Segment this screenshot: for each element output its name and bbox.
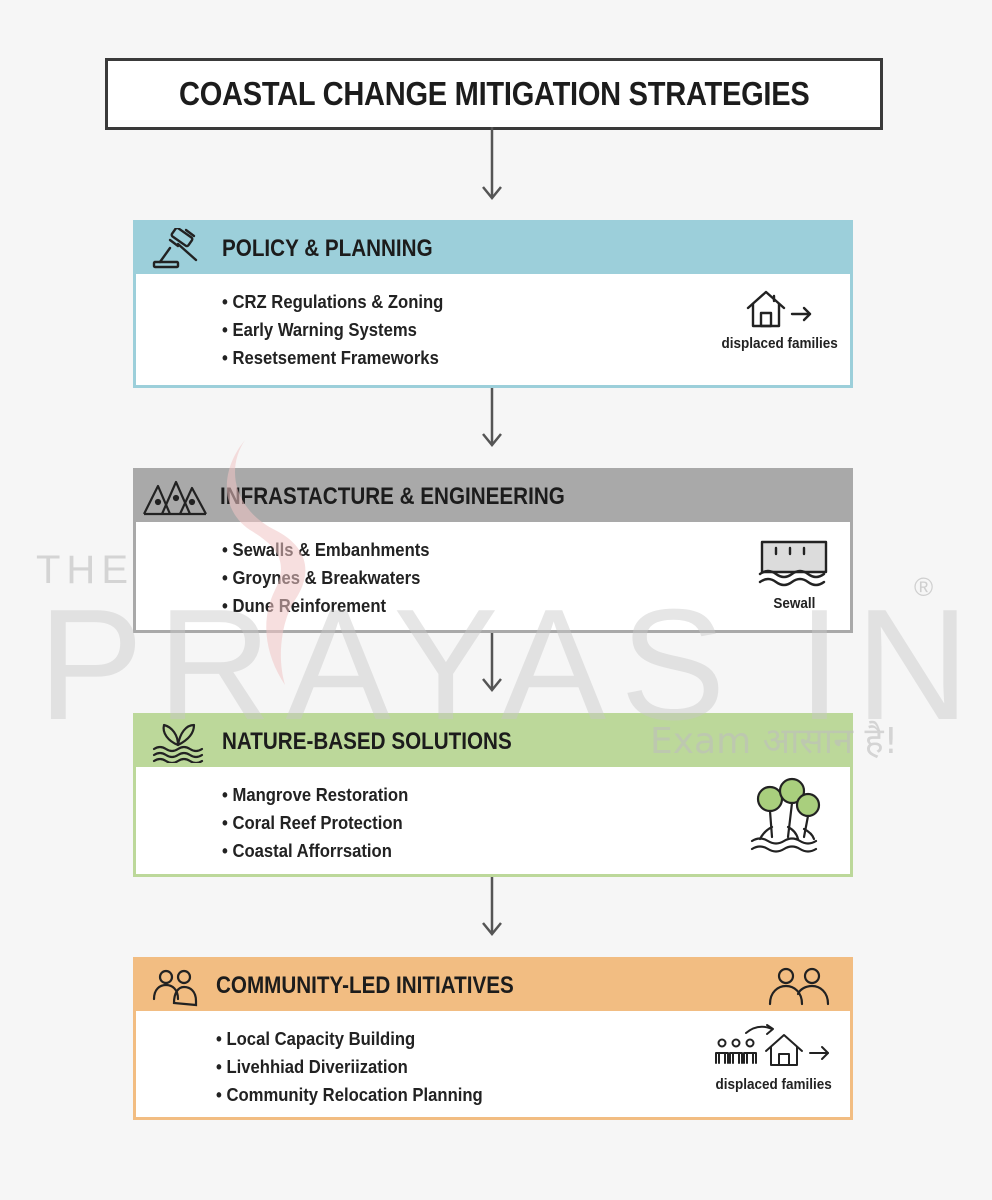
item-list: Mangrove Restoration Coral Reef Protecti… [222, 781, 429, 865]
section-header: POLICY & PLANNING [136, 223, 850, 274]
gavel-icon [152, 228, 198, 269]
people-icon [152, 969, 198, 1007]
section-title: COMMUNITY-LED INITIATIVES [216, 972, 514, 999]
side-illustration: Sewall [732, 538, 856, 613]
leaf-waves-icon [152, 723, 204, 763]
section-title: INFRASTACTURE & ENGINEERING [220, 483, 565, 510]
watermark-the: THE [36, 548, 134, 592]
side-illustration: displaced families [704, 1023, 844, 1094]
relocation-icon [715, 1024, 829, 1066]
list-item: Resetsement Frameworks [222, 344, 443, 372]
section-community-led-initiatives: COMMUNITY-LED INITIATIVES Local Capacity… [133, 957, 853, 1120]
watermark-registered: ® [914, 572, 934, 602]
list-item: Coral Reef Protection [222, 809, 408, 837]
list-item: Coastal Afforrsation [222, 837, 408, 865]
people-icon [768, 967, 830, 1006]
section-header: INFRASTACTURE & ENGINEERING [136, 471, 850, 522]
side-caption: Sewall [772, 595, 816, 612]
diagram-title-box: COASTAL CHANGE MITIGATION STRATEGIES [105, 58, 883, 130]
list-item: Local Capacity Building [216, 1025, 483, 1053]
item-list: Local Capacity Building Livehhiad Diveri… [216, 1025, 512, 1109]
section-policy-planning: POLICY & PLANNING CRZ Regulations & Zoni… [133, 220, 853, 388]
seawall-icon [758, 540, 828, 587]
section-infrastructure-engineering: INFRASTACTURE & ENGINEERING Sewalls & Em… [133, 468, 853, 633]
list-item: CRZ Regulations & Zoning [222, 288, 443, 316]
house-arrow-icon [746, 290, 812, 328]
mountains-icon [143, 480, 207, 516]
side-caption: displaced families [721, 335, 839, 352]
section-nature-based-solutions: NATURE-BASED SOLUTIONS Mangrove Restorat… [133, 713, 853, 877]
list-item: Dune Reinforement [222, 592, 430, 620]
section-title: NATURE-BASED SOLUTIONS [222, 728, 512, 755]
list-item: Groynes & Breakwaters [222, 564, 430, 592]
down-arrow-icon [482, 877, 502, 936]
list-item: Community Relocation Planning [216, 1081, 482, 1109]
diagram-title: COASTAL CHANGE MITIGATION STRATEGIES [178, 75, 810, 112]
list-item: Sewalls & Embanhments [222, 536, 429, 564]
down-arrow-icon [482, 633, 502, 692]
mangrove-trees-icon [750, 777, 821, 853]
side-illustration [742, 777, 834, 860]
down-arrow-icon [482, 388, 502, 447]
side-illustration: displaced families [712, 286, 848, 353]
section-header: NATURE-BASED SOLUTIONS [136, 716, 850, 767]
list-item: Livehhiad Diveriization [216, 1053, 483, 1081]
down-arrow-icon [482, 127, 502, 200]
side-caption: displaced families [715, 1076, 833, 1093]
section-header: COMMUNITY-LED INITIATIVES [136, 960, 850, 1011]
list-item: Early Warning Systems [222, 316, 443, 344]
item-list: CRZ Regulations & Zoning Early Warning S… [222, 288, 468, 372]
section-title: POLICY & PLANNING [222, 235, 433, 262]
item-list: Sewalls & Embanhments Groynes & Breakwat… [222, 536, 453, 620]
list-item: Mangrove Restoration [222, 781, 408, 809]
